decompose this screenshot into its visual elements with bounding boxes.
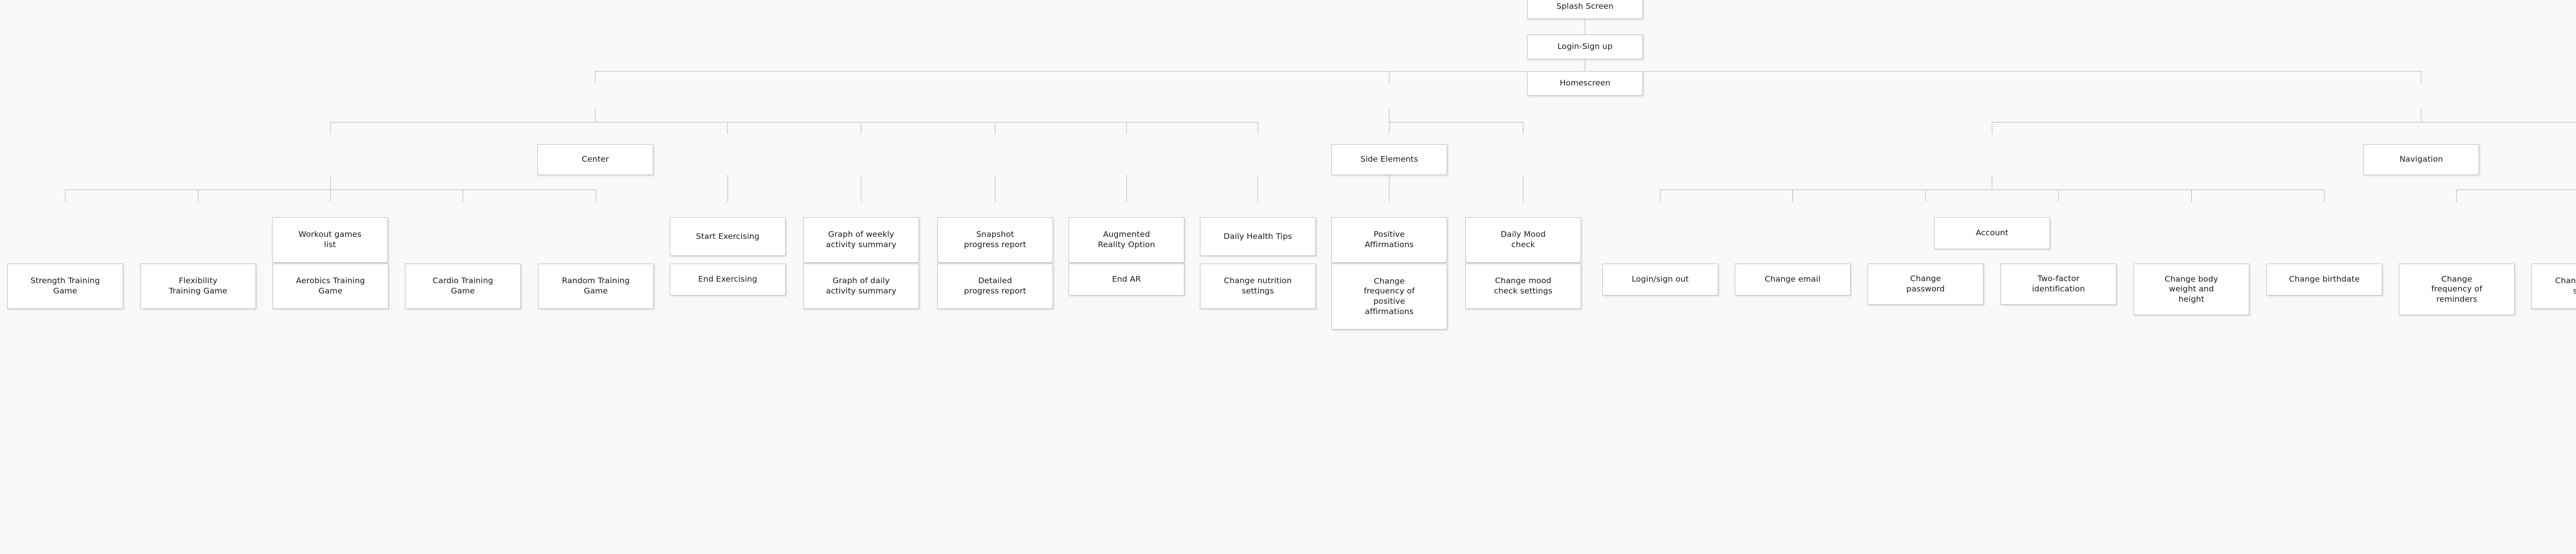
- edge-account-to-change-password: [1925, 189, 1926, 202]
- node-login-sign-out[interactable]: Login/sign out: [1602, 264, 1718, 296]
- node-strength-training-game[interactable]: Strength Training Game: [7, 264, 123, 309]
- node-aerobics-training-game[interactable]: Aerobics Training Game: [273, 264, 388, 309]
- node-account[interactable]: Account: [1934, 217, 2050, 249]
- edge-settings-bus: [2456, 189, 2576, 190]
- node-daily-health-tips[interactable]: Daily Health Tips: [1200, 217, 1316, 256]
- node-change-birthdate[interactable]: Change birthdate: [2266, 264, 2382, 296]
- node-side-elements[interactable]: Side Elements: [1331, 144, 1447, 175]
- node-change-frequency-positive-affirmations-side-label: Change frequency of positive affirmation…: [1364, 276, 1415, 316]
- node-two-factor-identification[interactable]: Two-factor identification: [2001, 264, 2116, 305]
- node-detailed-progress-report[interactable]: Detailed progress report: [937, 264, 1053, 309]
- node-navigation-label: Navigation: [2399, 154, 2443, 164]
- node-change-nutrition-settings-nav-label: Change nutrition settings: [2555, 276, 2576, 296]
- edge-ar-to-end-ar: [1126, 175, 1127, 202]
- edge-center-to-ar: [1126, 122, 1127, 134]
- edge-account-to-two-factor: [2058, 189, 2059, 202]
- edge-account-bus: [1660, 189, 2325, 190]
- edge-side-elements-bus: [1389, 122, 1523, 123]
- node-change-mood-check-settings-side[interactable]: Change mood check settings: [1465, 264, 1581, 309]
- node-two-factor-identification-label: Two-factor identification: [2032, 274, 2085, 293]
- node-homescreen[interactable]: Homescreen: [1527, 71, 1643, 96]
- node-graph-weekly-activity-summary-label: Graph of weekly activity summary: [826, 230, 896, 249]
- node-aerobics-training-game-label: Aerobics Training Game: [296, 276, 365, 296]
- node-change-frequency-of-reminders-label: Change frequency of reminders: [2431, 274, 2482, 304]
- node-daily-health-tips-label: Daily Health Tips: [1224, 231, 1292, 241]
- node-splash-screen-label: Splash Screen: [1556, 2, 1614, 11]
- node-splash-screen[interactable]: Splash Screen: [1527, 0, 1643, 19]
- node-workout-games-list[interactable]: Workout games list: [272, 217, 388, 263]
- edge-center-bus: [330, 122, 1258, 123]
- node-end-ar[interactable]: End AR: [1069, 264, 1184, 296]
- node-account-label: Account: [1975, 228, 2009, 238]
- node-change-password-label: Change password: [1906, 274, 1945, 293]
- node-change-mood-check-settings-side-label: Change mood check settings: [1494, 276, 1553, 296]
- edge-account-to-body-weight: [2191, 189, 2192, 202]
- edge-homescreen-bus: [595, 71, 2421, 72]
- node-positive-affirmations[interactable]: Positive Affirmations: [1331, 217, 1447, 263]
- node-center-label: Center: [582, 154, 609, 164]
- node-cardio-training-game[interactable]: Cardio Training Game: [405, 264, 521, 309]
- node-change-body-weight-and-height-label: Change body weight and height: [2164, 274, 2218, 304]
- node-change-birthdate-label: Change birthdate: [2289, 274, 2360, 284]
- node-daily-mood-check-label: Daily Mood check: [1500, 230, 1546, 249]
- node-login-sign-up[interactable]: Login-Sign up: [1527, 34, 1643, 59]
- node-end-exercising[interactable]: End Exercising: [670, 264, 786, 296]
- node-positive-affirmations-label: Positive Affirmations: [1365, 230, 1414, 249]
- node-workout-games-list-label: Workout games list: [298, 230, 362, 249]
- node-change-nutrition-settings-center[interactable]: Change nutrition settings: [1200, 264, 1316, 309]
- node-change-frequency-positive-affirmations-side[interactable]: Change frequency of positive affirmation…: [1331, 264, 1447, 330]
- node-login-sign-out-label: Login/sign out: [1632, 274, 1689, 284]
- node-start-exercising[interactable]: Start Exercising: [670, 217, 786, 256]
- node-augmented-reality-option-label: Augmented Reality Option: [1097, 230, 1156, 249]
- node-cardio-training-game-label: Cardio Training Game: [432, 276, 494, 296]
- edge-games-to-aerobics: [330, 189, 331, 202]
- node-homescreen-label: Homescreen: [1560, 78, 1611, 88]
- edge-workout-games-stem: [330, 175, 331, 189]
- node-end-ar-label: End AR: [1112, 274, 1141, 284]
- node-change-frequency-of-reminders[interactable]: Change frequency of reminders: [2399, 264, 2515, 315]
- node-change-email[interactable]: Change email: [1735, 264, 1851, 296]
- node-change-email-label: Change email: [1765, 274, 1821, 284]
- node-change-password[interactable]: Change password: [1868, 264, 1984, 305]
- node-random-training-game[interactable]: Random Training Game: [538, 264, 654, 309]
- node-center[interactable]: Center: [537, 144, 653, 175]
- node-change-nutrition-settings-nav[interactable]: Change nutrition settings: [2531, 264, 2576, 309]
- node-login-sign-up-label: Login-Sign up: [1557, 42, 1613, 51]
- node-navigation[interactable]: Navigation: [2363, 144, 2479, 175]
- edge-account-to-change-email: [1792, 189, 1793, 202]
- node-random-training-game-label: Random Training Game: [562, 276, 630, 296]
- node-flexibility-training-game[interactable]: Flexibility Training Game: [140, 264, 256, 309]
- edge-center-to-workout-games: [330, 122, 331, 134]
- node-strength-training-game-label: Strength Training Game: [30, 276, 100, 296]
- edge-account-to-birthdate: [2324, 189, 2325, 202]
- node-augmented-reality-option[interactable]: Augmented Reality Option: [1069, 217, 1184, 263]
- node-detailed-progress-report-label: Detailed progress report: [964, 276, 1026, 296]
- node-change-body-weight-and-height[interactable]: Change body weight and height: [2133, 264, 2249, 315]
- node-side-elements-label: Side Elements: [1360, 154, 1418, 164]
- edge-settings-to-change-freq-reminders: [2456, 189, 2457, 202]
- node-daily-mood-check[interactable]: Daily Mood check: [1465, 217, 1581, 263]
- node-graph-daily-activity-summary-label: Graph of daily activity summary: [826, 276, 896, 296]
- node-graph-daily-activity-summary[interactable]: Graph of daily activity summary: [803, 264, 919, 309]
- node-graph-weekly-activity-summary[interactable]: Graph of weekly activity summary: [803, 217, 919, 263]
- node-snapshot-progress-report-label: Snapshot progress report: [964, 230, 1026, 249]
- edge-center-stem: [595, 108, 596, 122]
- node-end-exercising-label: End Exercising: [698, 274, 757, 284]
- node-change-nutrition-settings-center-label: Change nutrition settings: [1224, 276, 1292, 296]
- node-start-exercising-label: Start Exercising: [696, 231, 760, 241]
- edge-center-to-start-exercising: [727, 122, 728, 134]
- edge-bus-to-center: [595, 71, 596, 83]
- edge-start-to-end-exercising: [727, 175, 728, 202]
- node-snapshot-progress-report[interactable]: Snapshot progress report: [937, 217, 1053, 263]
- edge-navigation-bus: [1992, 122, 2576, 123]
- node-flexibility-training-game-label: Flexibility Training Game: [168, 276, 228, 296]
